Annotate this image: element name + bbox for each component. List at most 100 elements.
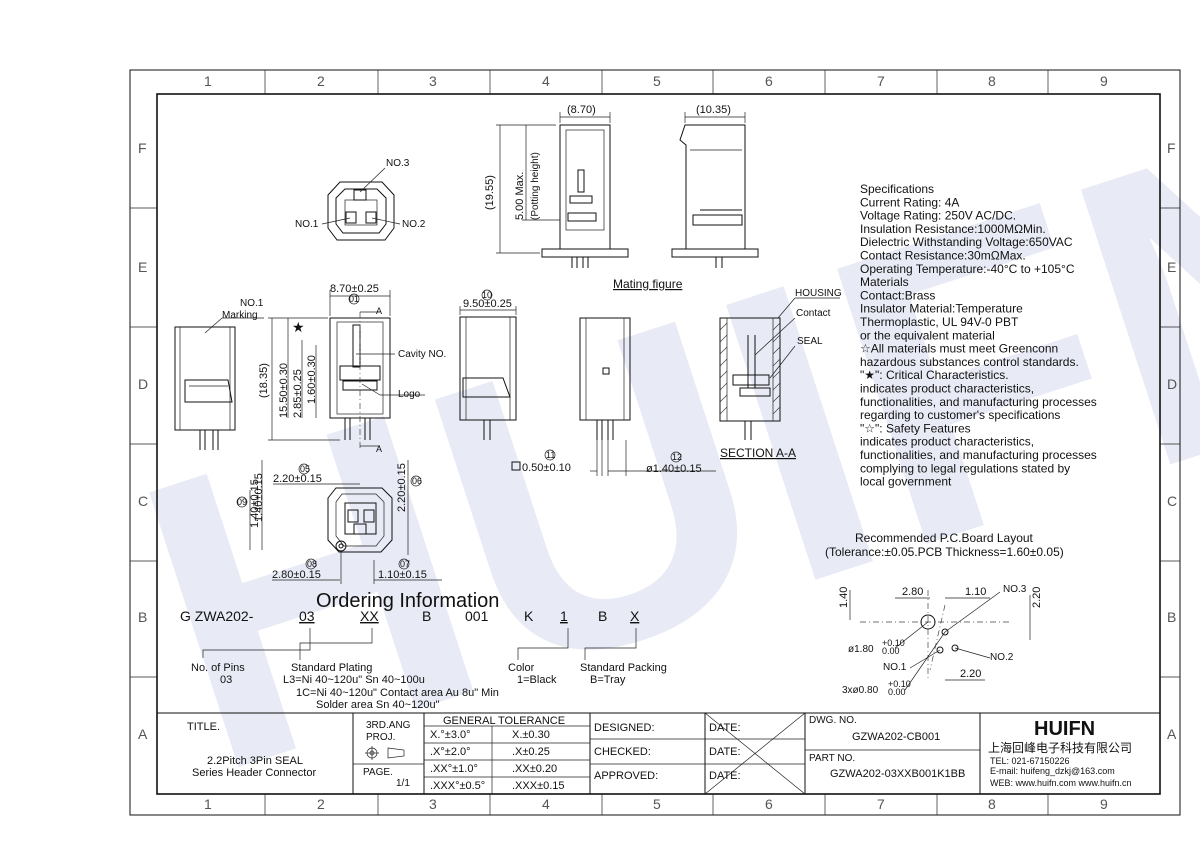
pcb-layout: Recommended P.C.Board Layout (Tolerance:… — [825, 531, 1064, 697]
color-title: Color — [508, 662, 535, 674]
pcb-hole-big-tol-up: +0.10 — [882, 638, 905, 648]
column-label-bottom: 6 — [765, 796, 773, 812]
bottom-dim-05-ref: 05 — [300, 464, 310, 474]
dwg-label: DWG. NO. — [809, 715, 857, 726]
dwg-value: GZWA202-CB001 — [852, 731, 940, 743]
column-label-bottom: 8 — [988, 796, 996, 812]
spec-line: indicates product characteristics, — [860, 435, 1034, 449]
row-label-right: D — [1167, 376, 1177, 392]
spec-line: complying to legal regulations stated by — [860, 461, 1070, 475]
column-label-top: 5 — [653, 73, 661, 89]
section-a-bottom: A — [376, 444, 382, 454]
pcb-subtitle: (Tolerance:±0.05.PCB Thickness=1.60±0.05… — [825, 545, 1064, 559]
bottom-dim-06-ref: 06 — [412, 476, 422, 486]
drawing-frame — [129, 69, 1181, 816]
side-width-dim: 9.50±0.25 — [463, 298, 512, 310]
spec-line: Contact:Brass — [860, 288, 935, 302]
row-label-right: E — [1167, 259, 1176, 275]
spec-line: "☆": Safety Features — [860, 421, 971, 435]
spec-line: regarding to customer's specifications — [860, 408, 1060, 422]
bottom-dim-09-ref: 09 — [237, 497, 247, 507]
ordering-code-part: K — [524, 608, 534, 624]
pcb-hole-small-tol-dn: 0.00 — [888, 687, 906, 697]
mating-front-view: (8.70) (19.55) 5.00 Max. (Potting height… — [484, 104, 629, 268]
bottom-dim-07: 1.10±0.15 — [378, 569, 427, 581]
seal-label: SEAL — [797, 336, 823, 347]
spec-line: Operating Temperature:-40°C to +105°C — [860, 262, 1075, 276]
spec-line: or the equivalent material — [860, 328, 995, 342]
ordering-title: Ordering Information — [316, 590, 499, 612]
row-label-right: B — [1167, 609, 1176, 625]
row-label-left: B — [138, 609, 147, 625]
designed-label: DESIGNED: — [594, 722, 655, 734]
ordering-code-part: 1 — [560, 608, 568, 624]
mating-potting-max: 5.00 Max. — [514, 172, 526, 220]
column-label-bottom: 3 — [429, 796, 437, 812]
dim-04: 15.50±0.30 — [278, 363, 290, 418]
spec-line: local government — [860, 475, 952, 489]
spec-line: Insulation Resistance:1000MΩMin. — [860, 222, 1046, 236]
bottom-view: 2.20±0.15 05 2.20±0.15 06 1.40±0.15 1.40… — [236, 460, 442, 584]
tolerance-linear: .X±0.25 — [512, 746, 550, 758]
spec-line: Dielectric Withstanding Voltage:650VAC — [860, 235, 1073, 249]
plating-line1: L3=Ni 40~120u" Sn 40~100u — [283, 674, 425, 686]
contact-label: Contact — [796, 308, 831, 319]
spec-line: functionalities, and manufacturing proce… — [860, 448, 1097, 462]
column-label-bottom: 5 — [653, 796, 661, 812]
pin-square-ref: 11 — [546, 450, 555, 460]
spec-line: Contact Resistance:30mΩMax. — [860, 249, 1026, 263]
pcb-dim-2: 1.10 — [965, 586, 986, 598]
pcb-dim-4: 2.20 — [1031, 587, 1043, 608]
pcb-dim-5: 2.20 — [960, 668, 981, 680]
approved-label: APPROVED: — [594, 770, 658, 782]
side-view-right: 9.50±0.25 10 — [459, 289, 517, 440]
side-width-ref: 10 — [482, 290, 492, 300]
section-a-top: A — [376, 306, 382, 316]
pcb-hole-big-tol-dn: 0.00 — [882, 646, 900, 656]
column-label-bottom: 7 — [877, 796, 885, 812]
cavity-no-label: Cavity NO. — [398, 349, 446, 360]
pcb-hole-big: ø1.80 — [848, 644, 874, 655]
spec-line: functionalities, and manufacturing proce… — [860, 395, 1097, 409]
tolerance-angle: .X°±2.0° — [430, 746, 471, 758]
tolerance-table: X.°±3.0°X.±0.30.X°±2.0°.X±0.25.XX°±1.0°.… — [430, 729, 565, 792]
color-value: 1=Black — [517, 674, 557, 686]
title-line1: 2.2Pitch 3Pin SEAL — [207, 755, 303, 767]
front-view-main: A A 8.70±0.25 01 (18.35) 15.50±0.30 2.85… — [258, 283, 446, 454]
spec-line: hazardous substances control standards. — [860, 355, 1079, 369]
ordering-code-part: B — [598, 608, 607, 624]
front-height-total: (18.35) — [258, 363, 270, 398]
company-web: WEB: www.huifn.com www.huifn.cn — [990, 778, 1132, 788]
logo-label: Logo — [398, 389, 421, 400]
mating-potting-note: (Potting height) — [530, 152, 541, 220]
row-label-left: F — [138, 140, 147, 156]
pins-title: No. of Pins — [191, 662, 245, 674]
spec-line: Insulator Material:Temperature — [860, 302, 1023, 316]
spec-line: Voltage Rating: 250V AC/DC. — [860, 209, 1016, 223]
column-label-top: 6 — [765, 73, 773, 89]
pin-square-dim: 0.50±0.10 — [522, 462, 571, 474]
bottom-dim-05: 2.20±0.15 — [273, 473, 322, 485]
side-view-left: NO.1 Marking — [174, 298, 264, 450]
section-a-a-view: HOUSING Contact SEAL SECTION A-A — [719, 288, 842, 460]
side-no1-label: NO.1 — [240, 298, 264, 309]
company-logo: HUIFN — [1034, 718, 1095, 740]
row-label-right: F — [1167, 140, 1176, 156]
column-label-top: 8 — [988, 73, 996, 89]
proj-line2: PROJ. — [366, 732, 395, 743]
pcb-dim-3: 1.40 — [838, 587, 850, 608]
top-no1-label: NO.1 — [295, 219, 319, 230]
tolerance-angle: .XX°±1.0° — [430, 763, 478, 775]
bottom-left-total: 1.40±0.15 — [249, 479, 261, 528]
page-value: 1/1 — [396, 778, 410, 789]
page-label: PAGE. — [363, 767, 393, 778]
tolerance-title: GENERAL TOLERANCE — [443, 715, 565, 727]
packing-value: B=Tray — [590, 674, 626, 686]
tolerance-angle: X.°±3.0° — [430, 729, 471, 741]
approved-date: DATE: — [709, 770, 741, 782]
spec-line: "★": Critical Characteristics. — [860, 368, 1009, 382]
front-width-dim: 8.70±0.25 — [330, 283, 379, 295]
